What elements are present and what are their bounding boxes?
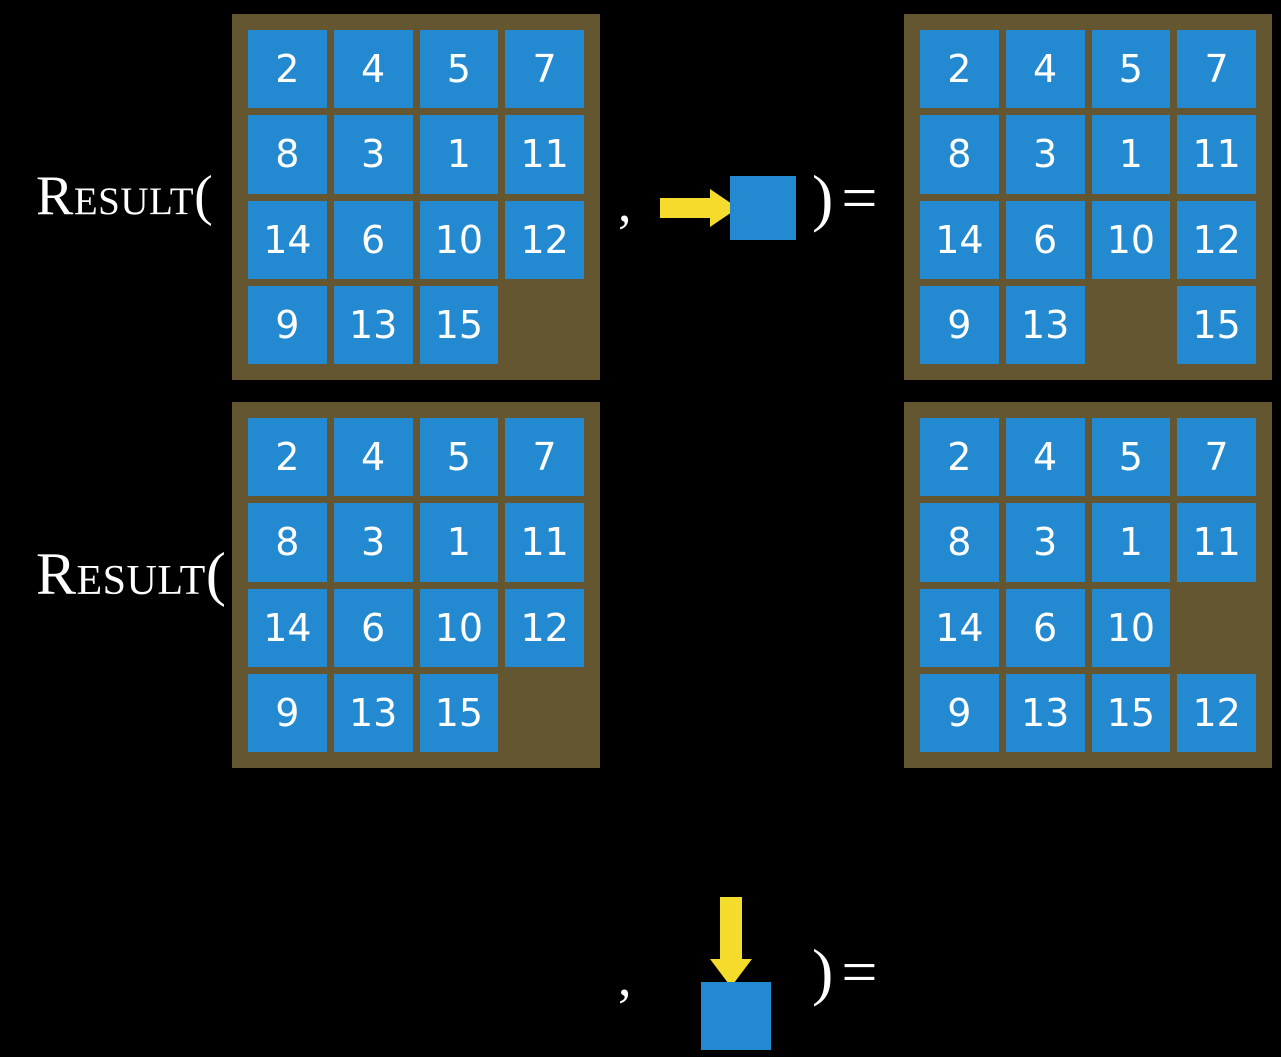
tile[interactable]: 14	[920, 588, 999, 667]
tile[interactable]: 14	[248, 200, 327, 279]
tile[interactable]: 4	[1005, 30, 1085, 109]
tile[interactable]: 7	[505, 418, 584, 497]
tile[interactable]: 4	[1005, 418, 1085, 497]
tile[interactable]: 11	[1177, 115, 1256, 194]
tile[interactable]: 8	[248, 503, 327, 582]
tile[interactable]: 12	[1177, 673, 1256, 752]
tile[interactable]: 12	[1177, 200, 1256, 279]
argument-separator-bottom: ,	[618, 947, 632, 1007]
empty-slot	[1092, 286, 1171, 364]
arrow-down-icon	[720, 897, 742, 965]
argument-separator-top: ,	[618, 173, 632, 233]
tile[interactable]: 10	[419, 200, 499, 279]
tile[interactable]: 8	[920, 115, 999, 194]
tile[interactable]: 10	[1091, 200, 1171, 279]
tile[interactable]: 14	[920, 200, 999, 279]
equation-row-top: Result( 2 4 5 7 8 3 1 11 14 6 10 12 9 13…	[0, 0, 1281, 392]
equation-row-bottom: Result( 2 4 5 7 8 3 1 11 14 6 10 12 9 13…	[0, 392, 1281, 1050]
tile[interactable]: 7	[1177, 30, 1256, 109]
input-board-top: 2 4 5 7 8 3 1 11 14 6 10 12 9 13 15	[232, 14, 600, 380]
tile[interactable]: 2	[248, 418, 327, 497]
tile[interactable]: 1	[1091, 503, 1171, 582]
tile[interactable]: 1	[419, 115, 499, 194]
tile[interactable]: 6	[1005, 588, 1085, 667]
move-operand-bottom	[690, 897, 800, 1057]
tile[interactable]: 13	[333, 285, 413, 364]
tile[interactable]: 1	[419, 503, 499, 582]
tile[interactable]: 2	[920, 30, 999, 109]
result-function-label-bottom: Result(	[36, 541, 227, 607]
input-board-bottom: 2 4 5 7 8 3 1 11 14 6 10 12 9 13 15	[232, 402, 600, 768]
tile[interactable]: 13	[1005, 673, 1085, 752]
tile[interactable]: 12	[505, 588, 584, 667]
tile[interactable]: 11	[505, 503, 584, 582]
tile[interactable]: 15	[1091, 673, 1171, 752]
tile[interactable]: 2	[920, 418, 999, 497]
tile[interactable]: 4	[333, 418, 413, 497]
closing-paren: )	[812, 162, 834, 233]
move-operand-top	[660, 170, 810, 250]
tile[interactable]: 15	[419, 673, 499, 752]
empty-slot	[1177, 589, 1256, 667]
tile[interactable]: 10	[1091, 588, 1171, 667]
tile[interactable]: 6	[333, 588, 413, 667]
closing-paren-equals-bottom: )=	[812, 940, 877, 1004]
tile[interactable]: 14	[248, 588, 327, 667]
tile[interactable]: 9	[920, 285, 999, 364]
output-board-bottom: 2 4 5 7 8 3 1 11 14 6 10 9 13 15 12	[904, 402, 1272, 768]
tile[interactable]: 5	[419, 418, 499, 497]
tile[interactable]: 3	[333, 503, 413, 582]
tile[interactable]: 4	[333, 30, 413, 109]
tile[interactable]: 5	[1091, 418, 1171, 497]
result-function-label-top: Result(	[36, 165, 214, 227]
tile[interactable]: 3	[333, 115, 413, 194]
tile[interactable]: 3	[1005, 115, 1085, 194]
tile[interactable]: 15	[1177, 285, 1256, 364]
empty-slot	[505, 674, 584, 752]
tile[interactable]: 7	[505, 30, 584, 109]
tile[interactable]: 9	[248, 673, 327, 752]
tile[interactable]: 8	[248, 115, 327, 194]
equals-sign: =	[841, 162, 878, 233]
tile[interactable]: 9	[920, 673, 999, 752]
equals-sign: =	[841, 936, 878, 1007]
tile[interactable]: 10	[419, 588, 499, 667]
tile[interactable]: 6	[1005, 200, 1085, 279]
tile[interactable]: 11	[505, 115, 584, 194]
tile[interactable]: 1	[1091, 115, 1171, 194]
closing-paren: )	[812, 936, 834, 1007]
tile[interactable]: 13	[1005, 285, 1085, 364]
output-board-top: 2 4 5 7 8 3 1 11 14 6 10 12 9 13 15	[904, 14, 1272, 380]
arrow-right-icon	[660, 198, 718, 218]
tile[interactable]: 6	[333, 200, 413, 279]
tile[interactable]: 8	[920, 503, 999, 582]
tile[interactable]: 7	[1177, 418, 1256, 497]
tile[interactable]: 5	[1091, 30, 1171, 109]
tile[interactable]: 3	[1005, 503, 1085, 582]
tile[interactable]: 13	[333, 673, 413, 752]
tile[interactable]: 11	[1177, 503, 1256, 582]
operand-tile[interactable]	[730, 176, 796, 240]
tile[interactable]: 12	[505, 200, 584, 279]
tile[interactable]: 9	[248, 285, 327, 364]
empty-slot	[505, 286, 584, 364]
tile[interactable]: 2	[248, 30, 327, 109]
closing-paren-equals-top: )=	[812, 166, 877, 230]
tile[interactable]: 15	[419, 285, 499, 364]
operand-tile[interactable]	[701, 982, 771, 1050]
tile[interactable]: 5	[419, 30, 499, 109]
